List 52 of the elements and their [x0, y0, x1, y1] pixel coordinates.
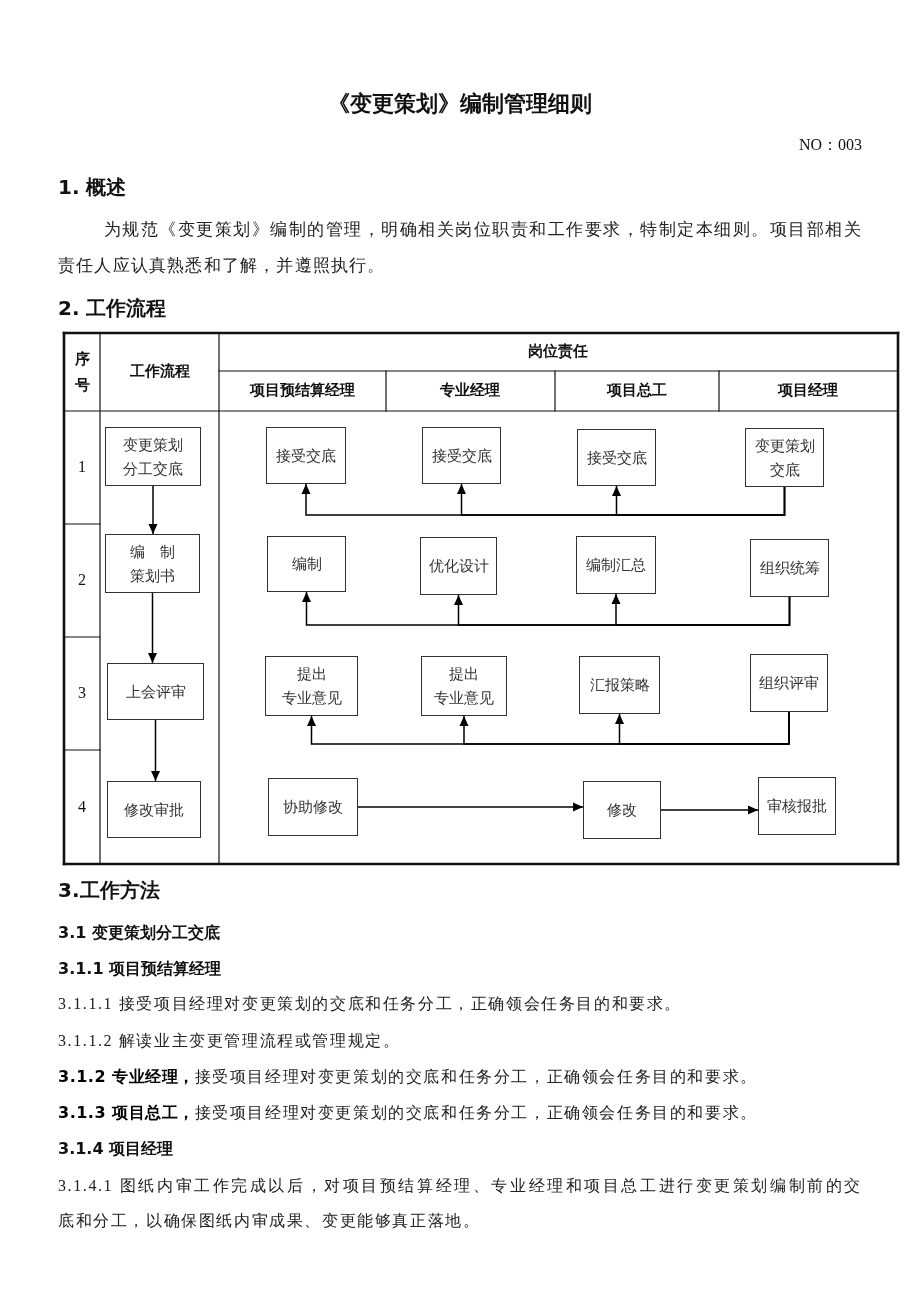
row-number: 4 [78, 796, 86, 817]
subsection-heading: 3.1.4 项目经理 [58, 1138, 174, 1160]
column-header: 项目经理 [778, 381, 838, 401]
row-number: 1 [78, 456, 86, 477]
body-text: 3.1.1.2 解读业主变更管理流程或管理规定。 [58, 1030, 401, 1051]
column-header: 序号 [74, 349, 90, 396]
arrow [611, 593, 791, 626]
arrow [148, 485, 158, 535]
process-box: 修改审批 [107, 781, 201, 838]
document-title: 《变更策划》编制管理细则 [328, 89, 592, 118]
arrow [612, 485, 786, 516]
process-box: 提出专业意见 [265, 656, 358, 716]
process-box: 编制汇总 [576, 536, 656, 594]
document-number: NO：003 [798, 134, 862, 155]
column-header: 项目总工 [607, 381, 667, 401]
process-box: 组织评审 [750, 654, 828, 712]
process-box: 接受交底 [577, 429, 656, 486]
process-box: 变更策划分工交底 [105, 427, 201, 486]
process-box: 接受交底 [266, 427, 346, 484]
row-number: 3 [78, 682, 86, 703]
process-box: 上会评审 [107, 663, 204, 720]
process-box: 接受交底 [422, 427, 501, 484]
process-box: 编 制策划书 [105, 534, 200, 593]
process-box: 优化设计 [420, 537, 497, 595]
process-box: 变更策划交底 [745, 428, 824, 487]
section-heading: 1. 概述 [58, 174, 127, 200]
process-box: 编制 [267, 536, 346, 592]
arrow [148, 592, 157, 664]
process-box: 提出专业意见 [421, 656, 507, 716]
column-header: 专业经理 [440, 381, 500, 401]
body-paragraph: 为规范《变更策划》编制的管理，明确相关岗位职责和工作要求，特制定本细则。项目部相关责任人应认真熟悉和了解，并遵照执行。 [58, 219, 862, 277]
subsection-heading: 3.1.1 项目预结算经理 [58, 958, 222, 980]
column-header: 项目预结算经理 [249, 381, 355, 401]
process-box: 修改 [583, 781, 661, 839]
process-box: 组织统筹 [750, 539, 829, 597]
arrow [660, 805, 759, 815]
process-box: 审核报批 [758, 777, 836, 835]
arrow [151, 719, 160, 782]
body-paragraph: 3.1.4.1 图纸内审工作完成以后，对项目预结算经理、专业经理和项目总工进行变更策划编制前的交底和分工，以确保图纸内审成果、变更能够真正落地。 [58, 1176, 862, 1231]
body-text: 3.1.2 专业经理，接受项目经理对变更策划的交底和任务分工，正确领会任务目的和要求。 [58, 1066, 758, 1088]
process-box: 汇报策略 [579, 656, 660, 714]
body-text: 3.1.1.1 接受项目经理对变更策划的交底和任务分工，正确领会任务目的和要求。 [58, 993, 682, 1014]
arrow [615, 711, 790, 745]
section-heading: 3.工作方法 [58, 877, 160, 903]
row-number: 2 [78, 569, 86, 590]
subsection-heading: 3.1 变更策划分工交底 [58, 922, 220, 944]
column-header: 岗位责任 [528, 342, 588, 362]
process-box: 协助修改 [268, 778, 358, 836]
section-heading: 2. 工作流程 [58, 295, 167, 321]
column-header: 工作流程 [130, 362, 190, 382]
arrow [357, 802, 584, 812]
body-text: 3.1.3 项目总工，接受项目经理对变更策划的交底和任务分工，正确领会任务目的和要求。 [58, 1102, 758, 1124]
